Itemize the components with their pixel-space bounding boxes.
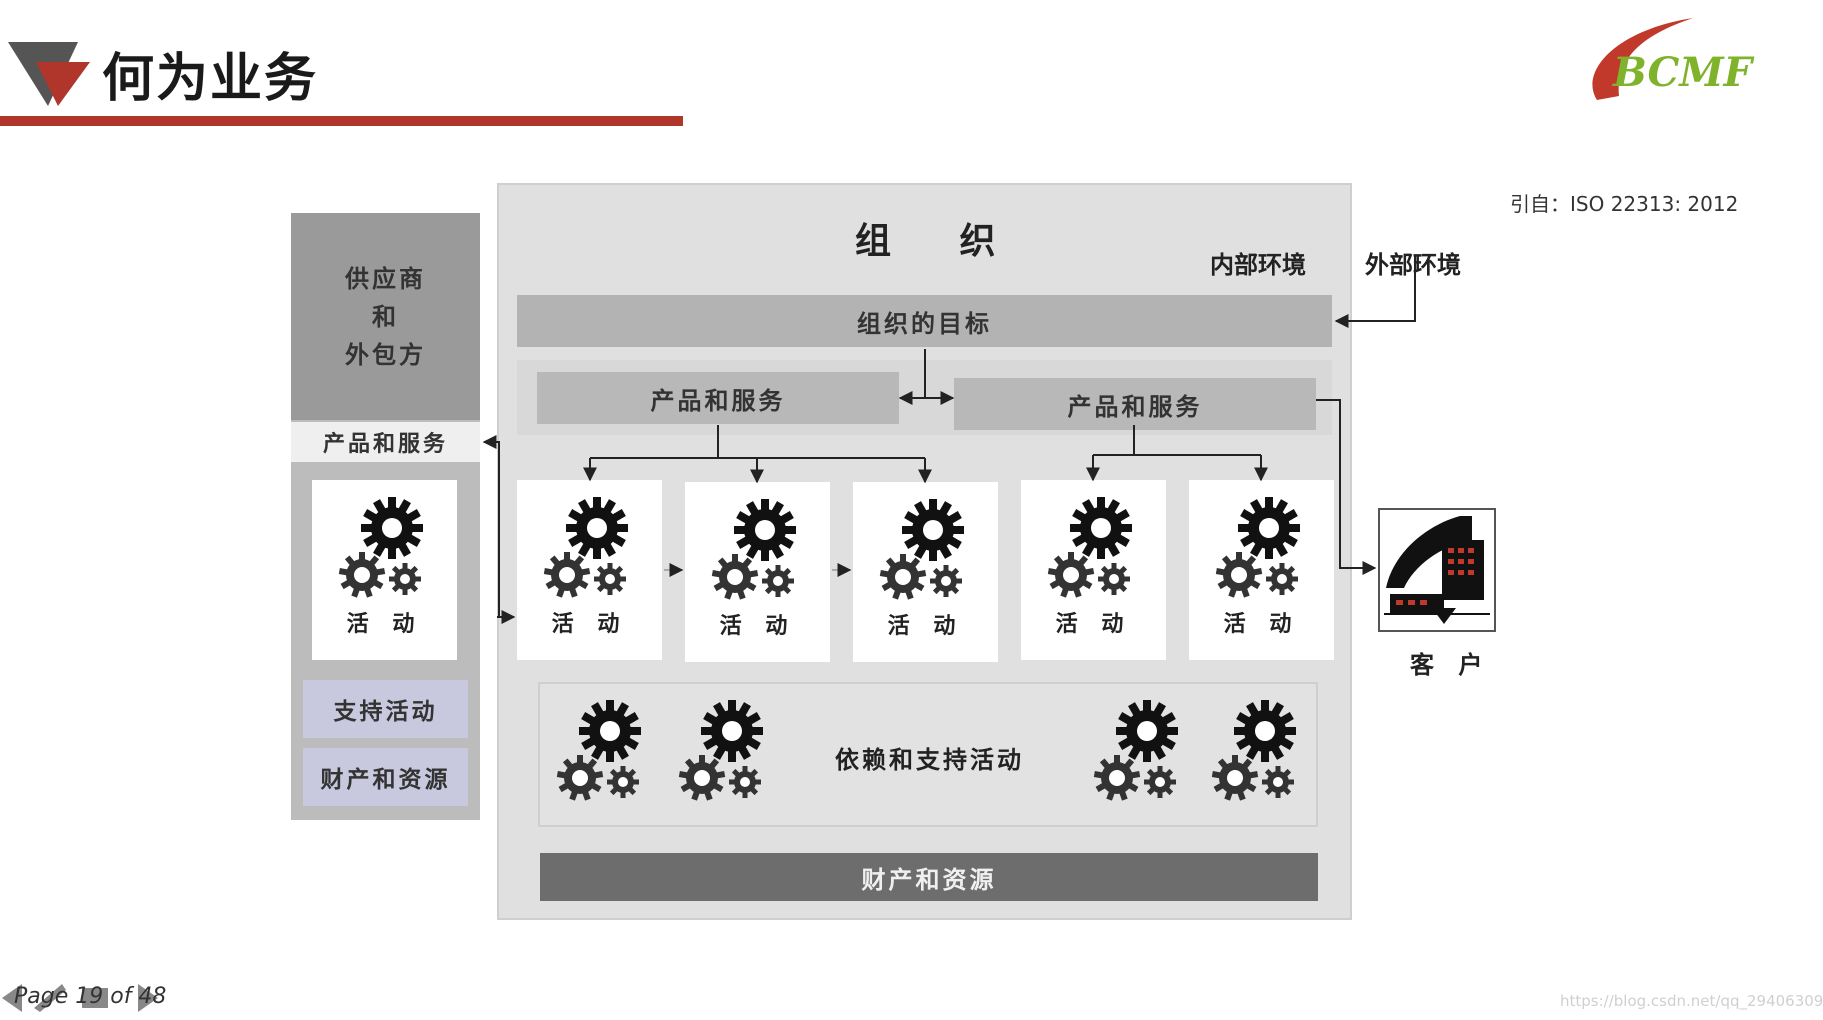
customer-label: 客 户 bbox=[1410, 650, 1491, 679]
supplier-support-activities: 支持活动 bbox=[303, 680, 468, 738]
watermark-text: https://blog.csdn.net/qq_29406309 bbox=[1560, 992, 1823, 1010]
activity-card: 活 动 bbox=[1189, 480, 1334, 660]
supplier-line: 外包方 bbox=[345, 339, 426, 369]
page-indicator: Page 19 of 48 bbox=[14, 984, 167, 1009]
page-title: 何为业务 bbox=[102, 49, 319, 109]
organization-title: 组 织 bbox=[855, 220, 1024, 262]
activity-label: 活 动 bbox=[551, 611, 628, 637]
activity-card: 活 动 bbox=[517, 480, 662, 660]
assets-resources-bar: 财产和资源 bbox=[540, 853, 1318, 901]
supplier-activity-card: 活 动 bbox=[312, 480, 457, 660]
title-triangle-icon bbox=[8, 42, 90, 106]
dependencies-label: 依赖和支持活动 bbox=[835, 745, 1024, 774]
customer-building-box bbox=[1378, 508, 1496, 632]
bcmf-logo: BCMF bbox=[1592, 18, 1755, 100]
activity-label: 活 动 bbox=[1055, 611, 1132, 637]
products-services-left: 产品和服务 bbox=[537, 372, 899, 424]
internal-environment-label: 内部环境 bbox=[1210, 250, 1306, 279]
external-environment-label: 外部环境 bbox=[1365, 250, 1461, 279]
activity-label: 活 动 bbox=[887, 613, 964, 639]
activity-label: 活 动 bbox=[1223, 611, 1300, 637]
citation-text: 引自：ISO 22313: 2012 bbox=[1510, 192, 1739, 216]
activity-label: 活 动 bbox=[346, 611, 423, 637]
activity-card: 活 动 bbox=[1021, 480, 1166, 660]
svg-text:BCMF: BCMF bbox=[1612, 49, 1755, 96]
page-nav-arrows-icon bbox=[2, 984, 158, 1012]
building-icon bbox=[1384, 516, 1490, 624]
supplier-products-services: 产品和服务 bbox=[291, 422, 480, 462]
organization-goal-bar: 组织的目标 bbox=[517, 295, 1332, 347]
supplier-box: 供应商 和 外包方 bbox=[291, 213, 480, 420]
title-underline bbox=[0, 116, 683, 126]
supplier-line: 和 bbox=[372, 301, 399, 331]
supplier-assets-resources: 财产和资源 bbox=[303, 748, 468, 806]
activity-card: 活 动 bbox=[685, 482, 830, 662]
supplier-line: 供应商 bbox=[345, 263, 426, 293]
activity-label: 活 动 bbox=[719, 613, 796, 639]
activity-card: 活 动 bbox=[853, 482, 998, 662]
dependencies-box bbox=[538, 682, 1318, 827]
products-services-right: 产品和服务 bbox=[954, 378, 1316, 430]
